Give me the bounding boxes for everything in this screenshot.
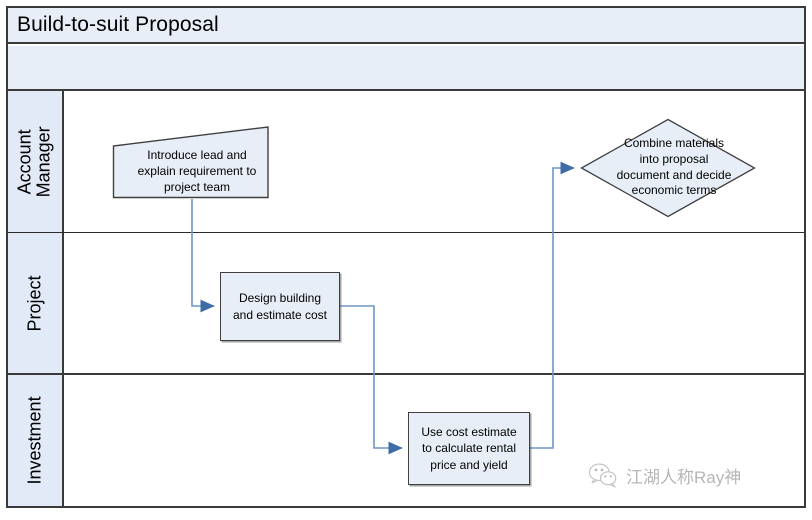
lane-label-account-manager: Account Manager <box>15 125 55 198</box>
lane-label-investment: Investment <box>24 396 45 485</box>
node-introduce-lead[interactable]: Introduce lead and explain requirement t… <box>112 125 270 199</box>
lane-header-investment: Investment <box>8 375 64 506</box>
lane-body-project <box>64 233 804 373</box>
diagram-title-band: Build-to-suit Proposal <box>8 8 804 44</box>
watermark-text: 江湖人称Ray神 <box>626 467 742 487</box>
node-design-building[interactable]: Design building and estimate cost <box>220 272 340 341</box>
lane-header-project: Project <box>8 233 64 373</box>
lane-label-project: Project <box>24 274 45 332</box>
node-use-cost-estimate-label: Use cost estimate to calculate rental pr… <box>421 425 517 472</box>
lane-header-account-manager: Account Manager <box>8 91 64 232</box>
swimlane-project: Project <box>8 233 804 375</box>
node-combine-materials-label: Combine materials into proposal document… <box>616 136 732 198</box>
diagram-subtitle-band <box>8 46 804 91</box>
node-introduce-lead-label: Introduce lead and explain requirement t… <box>137 148 257 195</box>
wechat-logo-icon <box>588 463 617 488</box>
node-design-building-label: Design building and estimate cost <box>232 291 328 322</box>
node-combine-materials[interactable]: Combine materials into proposal document… <box>580 118 756 218</box>
page-title: Build-to-suit Proposal <box>17 13 219 36</box>
node-use-cost-estimate[interactable]: Use cost estimate to calculate rental pr… <box>408 412 530 485</box>
watermark: 江湖人称Ray神 <box>588 462 741 488</box>
diagram-frame: Build-to-suit Proposal Account Manager P… <box>6 6 806 508</box>
